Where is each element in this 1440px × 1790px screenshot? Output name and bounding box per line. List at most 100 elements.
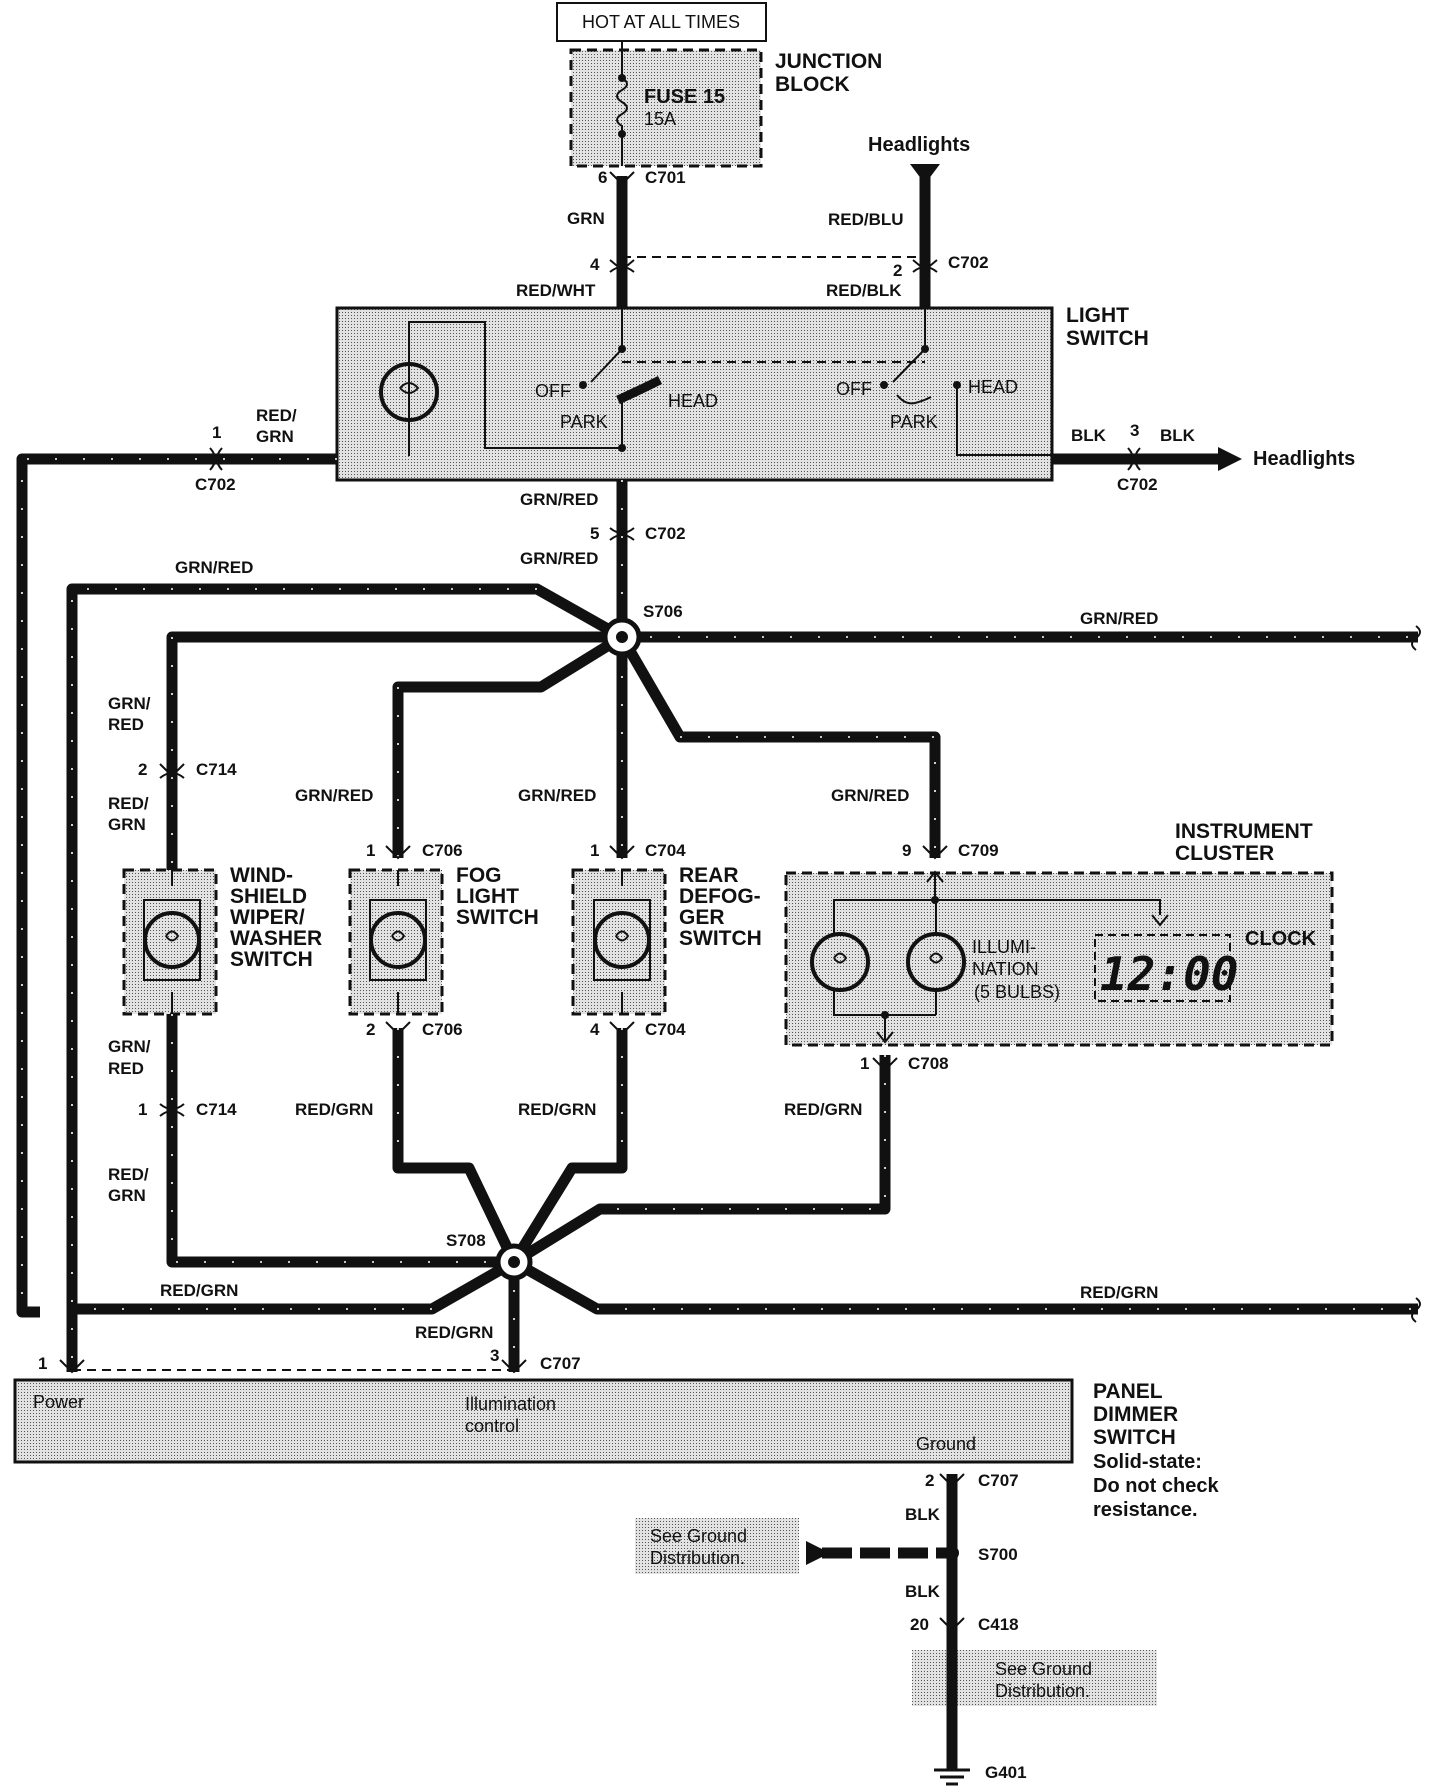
pin-1-c714: 1 [138, 1100, 147, 1119]
wire-color-blk-3: BLK [905, 1505, 941, 1524]
panel-dimmer-note-1: Solid-state: [1093, 1451, 1202, 1473]
pin-1-c702: 1 [212, 423, 221, 442]
fuse-symbol [616, 41, 628, 166]
wire-color-grn-red-cluster: GRN/RED [831, 786, 909, 805]
pin-1-c706: 1 [366, 841, 375, 860]
panel-dimmer-illum-1: Illumination [465, 1394, 556, 1414]
wire-color-grn: GRN [567, 209, 605, 228]
light-switch-box [335, 306, 1054, 482]
wire-color-red-grn-defog: RED/GRN [518, 1100, 596, 1119]
wire-defog-to-s708 [509, 1028, 628, 1265]
headlights-right-label: Headlights [1253, 448, 1355, 470]
wire-color-grn-slash-b: GRN/ [108, 1037, 151, 1056]
connector-c709: C709 [958, 841, 999, 860]
panel-dimmer-ground: Ground [916, 1434, 976, 1454]
wire-color-grn-red-c: GRN/RED [175, 558, 253, 577]
switch-park-right: PARK [890, 412, 938, 432]
ground-ref-left-2: Distribution. [650, 1548, 745, 1568]
wire-color-grn-red-defog: GRN/RED [518, 786, 596, 805]
wire-color-red-grn-down: RED/GRN [415, 1323, 493, 1342]
wire-cluster-to-s708 [511, 1055, 891, 1267]
instrument-cluster-title-1: INSTRUMENT [1175, 820, 1313, 843]
defog-switch-box [571, 868, 667, 1016]
clock-display-box [1094, 934, 1231, 1002]
ground-ref-bottom-2: Distribution. [995, 1681, 1090, 1701]
ground-ref-box-left [635, 1518, 799, 1574]
wire-s708-right [511, 1257, 1418, 1315]
wire-color-red-a: RED [108, 715, 144, 734]
pin-6: 6 [598, 168, 607, 187]
wire-color-red-wht: RED/WHT [516, 281, 596, 300]
wire-color-grn-red-b: GRN/RED [520, 549, 598, 568]
panel-dimmer-title-1: PANEL [1093, 1380, 1163, 1403]
pin-3-c702: 3 [1130, 421, 1139, 440]
defog-switch-title-1: REAR [679, 864, 739, 887]
fog-switch-bulb [369, 870, 427, 1014]
panel-dimmer-note-2: Do not check [1093, 1475, 1219, 1497]
light-switch-title-1: LIGHT [1066, 304, 1129, 327]
wire-color-red-grn-fog: RED/GRN [295, 1100, 373, 1119]
panel-dimmer-illum-2: control [465, 1416, 519, 1436]
wire-grn-red-left-loop [66, 583, 625, 1372]
wire-color-blk-2: BLK [1160, 426, 1196, 445]
wire-color-red-blk: RED/BLK [826, 281, 902, 300]
connector-c707-bottom: C707 [978, 1471, 1019, 1490]
pin-2-c714: 2 [138, 760, 147, 779]
wire-fog-to-s708 [392, 1028, 519, 1265]
connector-c702-top: C702 [948, 253, 989, 272]
pin-20-c418: 20 [910, 1615, 929, 1634]
wire-color-red-slash-b: RED/ [108, 1165, 149, 1184]
wire-color-grn-red-d: GRN/RED [1080, 609, 1158, 628]
wire-color-red-slash-a: RED/ [108, 794, 149, 813]
connector-c704-top: C704 [645, 841, 686, 860]
wire-color-red-grn-left: RED/GRN [160, 1281, 238, 1300]
wire-left-red-grn [16, 453, 337, 1318]
wire-color-grn-red-fog: GRN/RED [295, 786, 373, 805]
ground-point-g401: G401 [985, 1763, 1027, 1782]
switch-off-left: OFF [535, 381, 571, 401]
cluster-illumination-1: ILLUMI- [972, 937, 1036, 957]
fog-switch-title-2: LIGHT [456, 885, 519, 908]
fog-switch-box [348, 868, 444, 1016]
pin-4-c704: 4 [590, 1020, 600, 1039]
wiper-switch-title-2: SHIELD [230, 885, 307, 908]
wire-color-red-slash: RED/ [256, 406, 297, 425]
clock-display: 12:00 [1100, 947, 1238, 1001]
connector-c714-top: C714 [196, 760, 237, 779]
defog-switch-title-3: GER [679, 906, 725, 929]
switch-head-left: HEAD [668, 391, 718, 411]
junction-block-title-1: JUNCTION [775, 50, 882, 73]
wiper-switch-title-1: WIND- [230, 864, 293, 887]
connector-c702-left: C702 [195, 475, 236, 494]
wire-continuation-mark [1411, 1297, 1421, 1323]
panel-dimmer-title-2: DIMMER [1093, 1403, 1178, 1426]
splice-s708-label: S708 [446, 1231, 486, 1250]
ground-symbol [934, 1768, 970, 1786]
ground-ref-arrow [806, 1541, 830, 1565]
light-switch-contacts-right [880, 308, 1052, 456]
wire-color-blk-1: BLK [1071, 426, 1107, 445]
cluster-illumination-3: (5 BULBS) [974, 982, 1060, 1002]
wire-color-red-grn-cluster: RED/GRN [784, 1100, 862, 1119]
panel-dimmer-power: Power [33, 1392, 84, 1412]
wiper-switch-title-3: WIPER/ [230, 906, 305, 929]
instrument-cluster-box [784, 871, 1334, 1047]
headlights-right-arrow [1218, 447, 1242, 471]
cluster-bulbs [810, 870, 1169, 1044]
ground-ref-bottom-1: See Ground [995, 1659, 1092, 1679]
wire-color-blk-4: BLK [905, 1582, 941, 1601]
panel-dimmer-box [13, 1378, 1074, 1464]
wire-wiper-to-s708 [166, 1014, 514, 1268]
headlights-top-arrow [910, 164, 940, 184]
connector-c706-bottom: C706 [422, 1020, 463, 1039]
wire-color-grn-b: GRN [108, 1186, 146, 1205]
pin-3-c707: 3 [490, 1346, 499, 1365]
ground-ref-left-1: See Ground [650, 1526, 747, 1546]
connector-c701: C701 [645, 168, 686, 187]
wire-color-grn-under: GRN [256, 427, 294, 446]
wiper-switch-title-5: SWITCH [230, 948, 313, 971]
wiper-switch-title-4: WASHER [230, 927, 322, 950]
connector-c702-mid: C702 [645, 524, 686, 543]
wire-s708-left [75, 1257, 517, 1315]
